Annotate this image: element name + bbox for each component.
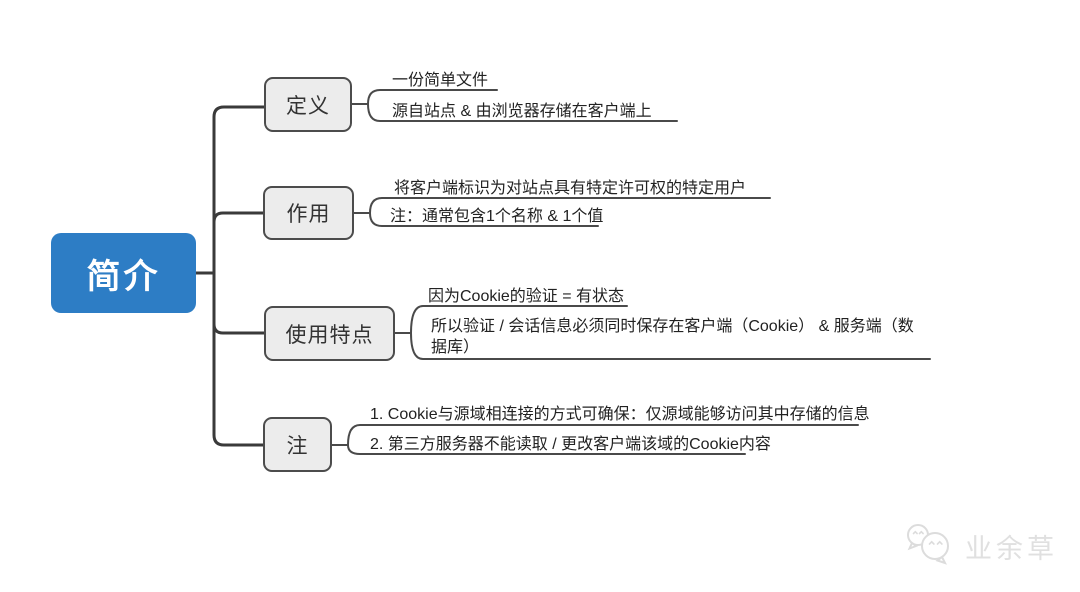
leaf-topic[interactable]: 1. Cookie与源域相连接的方式可确保：仅源域能够访问其中存储的信息 (370, 406, 870, 423)
branch-connector-note (212, 271, 265, 447)
leaf-topic[interactable]: 将客户端标识为对站点具有特定许可权的特定用户 (394, 180, 747, 197)
leaf-topic[interactable]: 注：通常包含1个名称 & 1个值 (390, 208, 604, 225)
branch-node-purpose[interactable]: 作用 (263, 186, 354, 240)
branch-connector-usage (212, 271, 266, 335)
root-node[interactable]: 简介 (51, 233, 196, 313)
leaf-topic[interactable]: 一份简单文件 (392, 72, 489, 89)
branch-node-note[interactable]: 注 (263, 417, 332, 472)
branch-node-usage-features[interactable]: 使用特点 (264, 306, 395, 361)
branch-connector-definition (212, 105, 266, 275)
leaf-topic[interactable]: 因为Cookie的验证 = 有状态 (428, 288, 625, 305)
leaf-topic[interactable]: 源自站点 & 由浏览器存储在客户端上 (392, 103, 652, 120)
branch-node-definition[interactable]: 定义 (264, 77, 352, 132)
wechat-logo-icon (903, 522, 955, 571)
watermark: 业余草 (903, 522, 1058, 571)
leaf-topic[interactable]: 2. 第三方服务器不能读取 / 更改客户端该域的Cookie内容 (370, 436, 771, 453)
leaf-topic[interactable]: 所以验证 / 会话信息必须同时保存在客户端（Cookie） & 服务端（数据库） (431, 318, 914, 356)
watermark-label: 业余草 (965, 534, 1058, 564)
branch-connector-purpose (212, 211, 265, 275)
